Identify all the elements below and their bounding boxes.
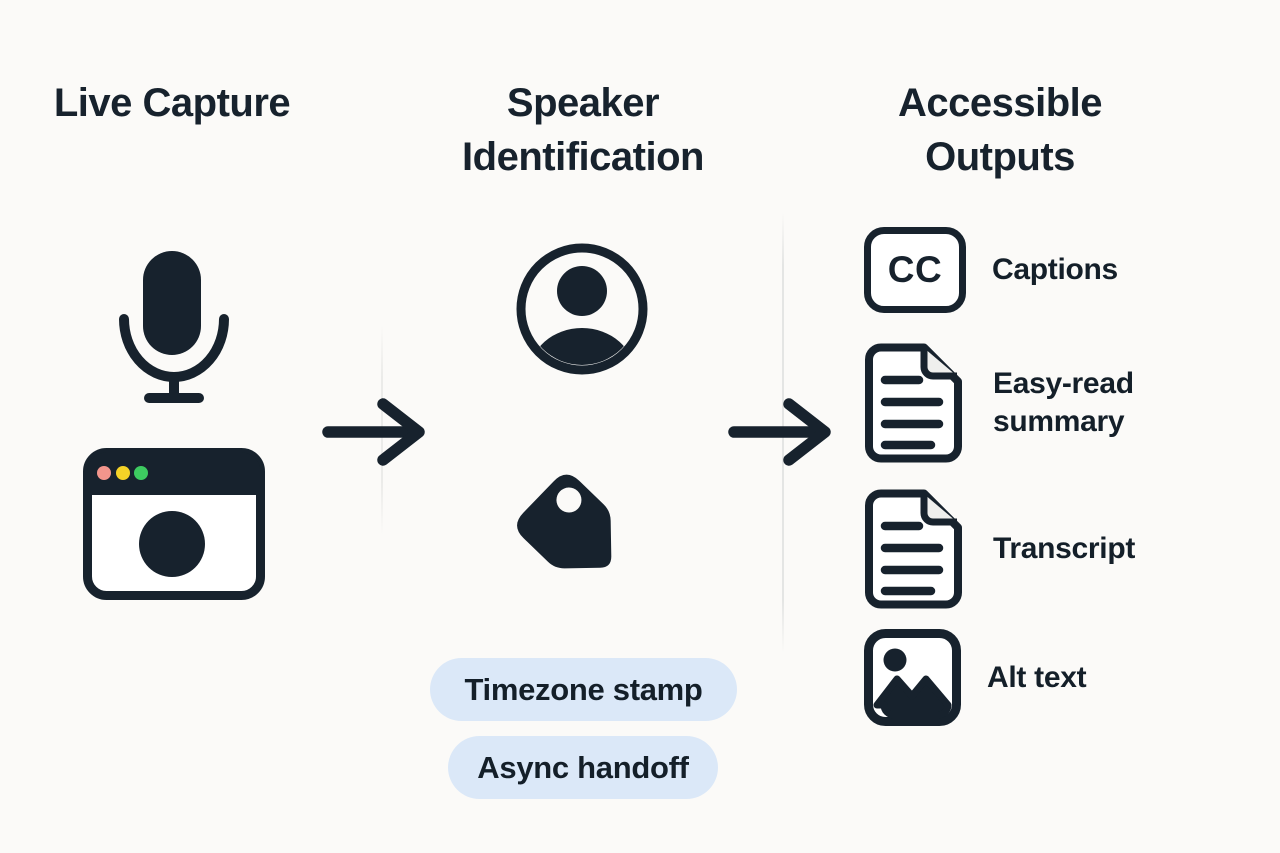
user-avatar-icon: [516, 243, 648, 375]
browser-record-window-icon: [83, 448, 265, 600]
output-item-easy-read-summary: Easy-read summary: [864, 343, 1183, 463]
microphone-icon: [119, 251, 229, 403]
image-icon: [864, 629, 961, 726]
stage-title-accessible-outputs: Accessible Outputs: [897, 81, 1103, 179]
document-lines-icon: [865, 489, 962, 609]
arrow-right-icon: [322, 398, 425, 466]
output-item-transcript: Transcript: [864, 489, 1183, 609]
output-label: Transcript: [993, 532, 1136, 565]
badge-timezone-stamp: Timezone stamp: [430, 658, 737, 721]
stage-title-speaker-identification: Speaker Identification: [462, 81, 704, 179]
tag-icon: [517, 474, 612, 569]
output-label: Captions: [992, 253, 1118, 286]
document-lines-icon: [865, 343, 962, 463]
output-item-alt-text: Alt text: [864, 629, 1177, 726]
arrow-right-icon: [728, 398, 831, 466]
output-label: Easy-read summary: [993, 367, 1134, 438]
badge-async-handoff: Async handoff: [448, 736, 718, 799]
output-label: Alt text: [987, 660, 1087, 694]
output-item-captions: CC Captions: [864, 227, 1182, 313]
captions-cc-icon: CC: [864, 227, 966, 313]
stage-title-live-capture: Live Capture: [53, 81, 291, 125]
